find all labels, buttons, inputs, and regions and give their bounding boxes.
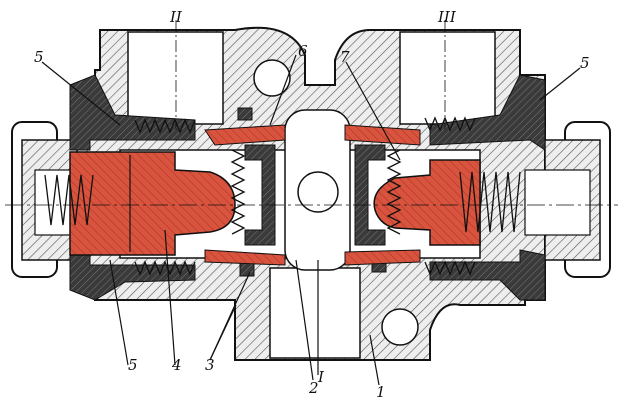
label-port-iii: III [437,8,457,26]
right-end-cap [524,121,611,278]
valve-seats [204,124,421,266]
right-piston [373,159,481,246]
label-1: 1 [376,383,386,401]
left-end-cap [11,121,96,278]
label-4: 4 [171,356,182,374]
label-port-ii: II [169,8,183,26]
seal-sleeves [69,74,546,301]
label-7: 7 [340,48,350,66]
label-6: 6 [298,42,308,60]
label-2: 2 [308,379,319,397]
callout-labels: II III 5 6 7 5 5 4 3 2 I 1 [34,8,590,401]
label-3: 3 [205,356,215,374]
label-5-top-left: 5 [34,48,44,66]
label-5-top-right: 5 [580,54,590,72]
springs [44,116,521,276]
label-i: I [317,368,325,386]
left-piston [69,151,236,256]
label-5-bottom: 5 [128,356,138,374]
leader-lines [41,54,581,386]
